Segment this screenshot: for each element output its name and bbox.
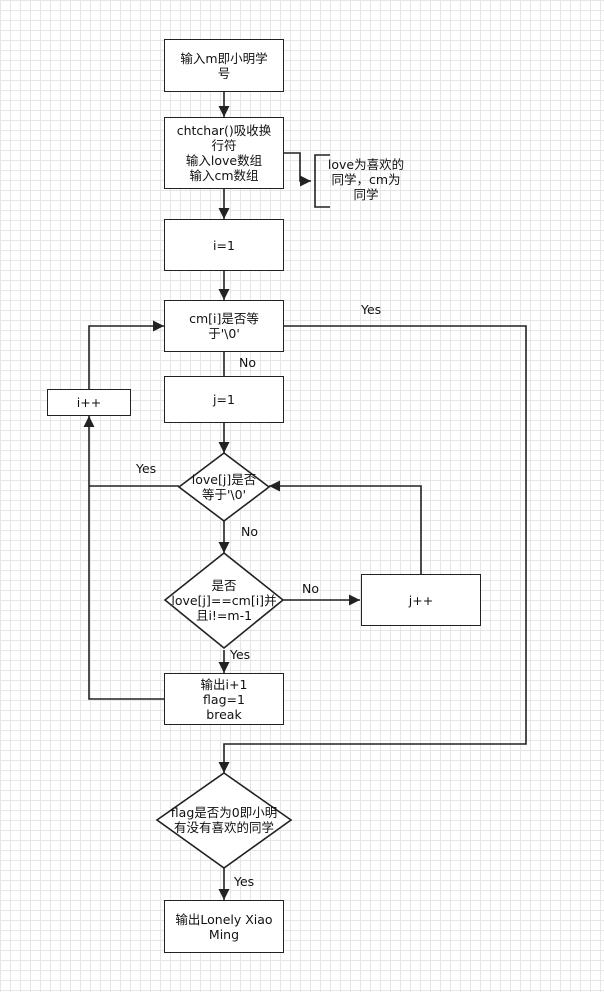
process-output-lonely: 输出Lonely Xiao Ming [164,900,284,953]
process-init-i: i=1 [164,219,284,271]
process-inc-j: j++ [361,574,481,626]
edge-check-cm-yes [218,325,527,773]
annotation-note: love为喜欢的 同学，cm为 同学 [327,157,405,202]
edge-label-love-yes: Yes [136,461,157,476]
process-inc-i: i++ [47,389,131,416]
decision-check-match-shape [163,551,285,650]
edge-label-cm-yes: Yes [361,302,382,317]
edge-output-to-inc-i [83,416,164,700]
edge-inc-i-loop [88,320,164,389]
edge-label-match-yes: Yes [230,647,251,662]
note-bracket [314,154,330,208]
edge-label-flag-yes: Yes [234,874,255,889]
edge-label-cm-no: No [239,355,256,370]
process-output-i: 输出i+1 flag=1 break [164,673,284,725]
decision-check-flag-shape [155,772,293,869]
decision-check-love-shape [177,451,271,523]
process-init-j: j=1 [164,376,284,423]
edge-label-love-no: No [241,524,258,539]
process-read-arrays: chtchar()吸收换 行符 输入love数组 输入cm数组 [164,117,284,189]
edge-read-to-note [284,152,311,187]
edge-label-match-no: No [302,581,319,596]
process-input-m: 输入m即小明学 号 [164,39,284,92]
edge-inc-j-loop [269,480,422,574]
decision-check-cm: cm[i]是否等 于'\0' [164,300,284,352]
